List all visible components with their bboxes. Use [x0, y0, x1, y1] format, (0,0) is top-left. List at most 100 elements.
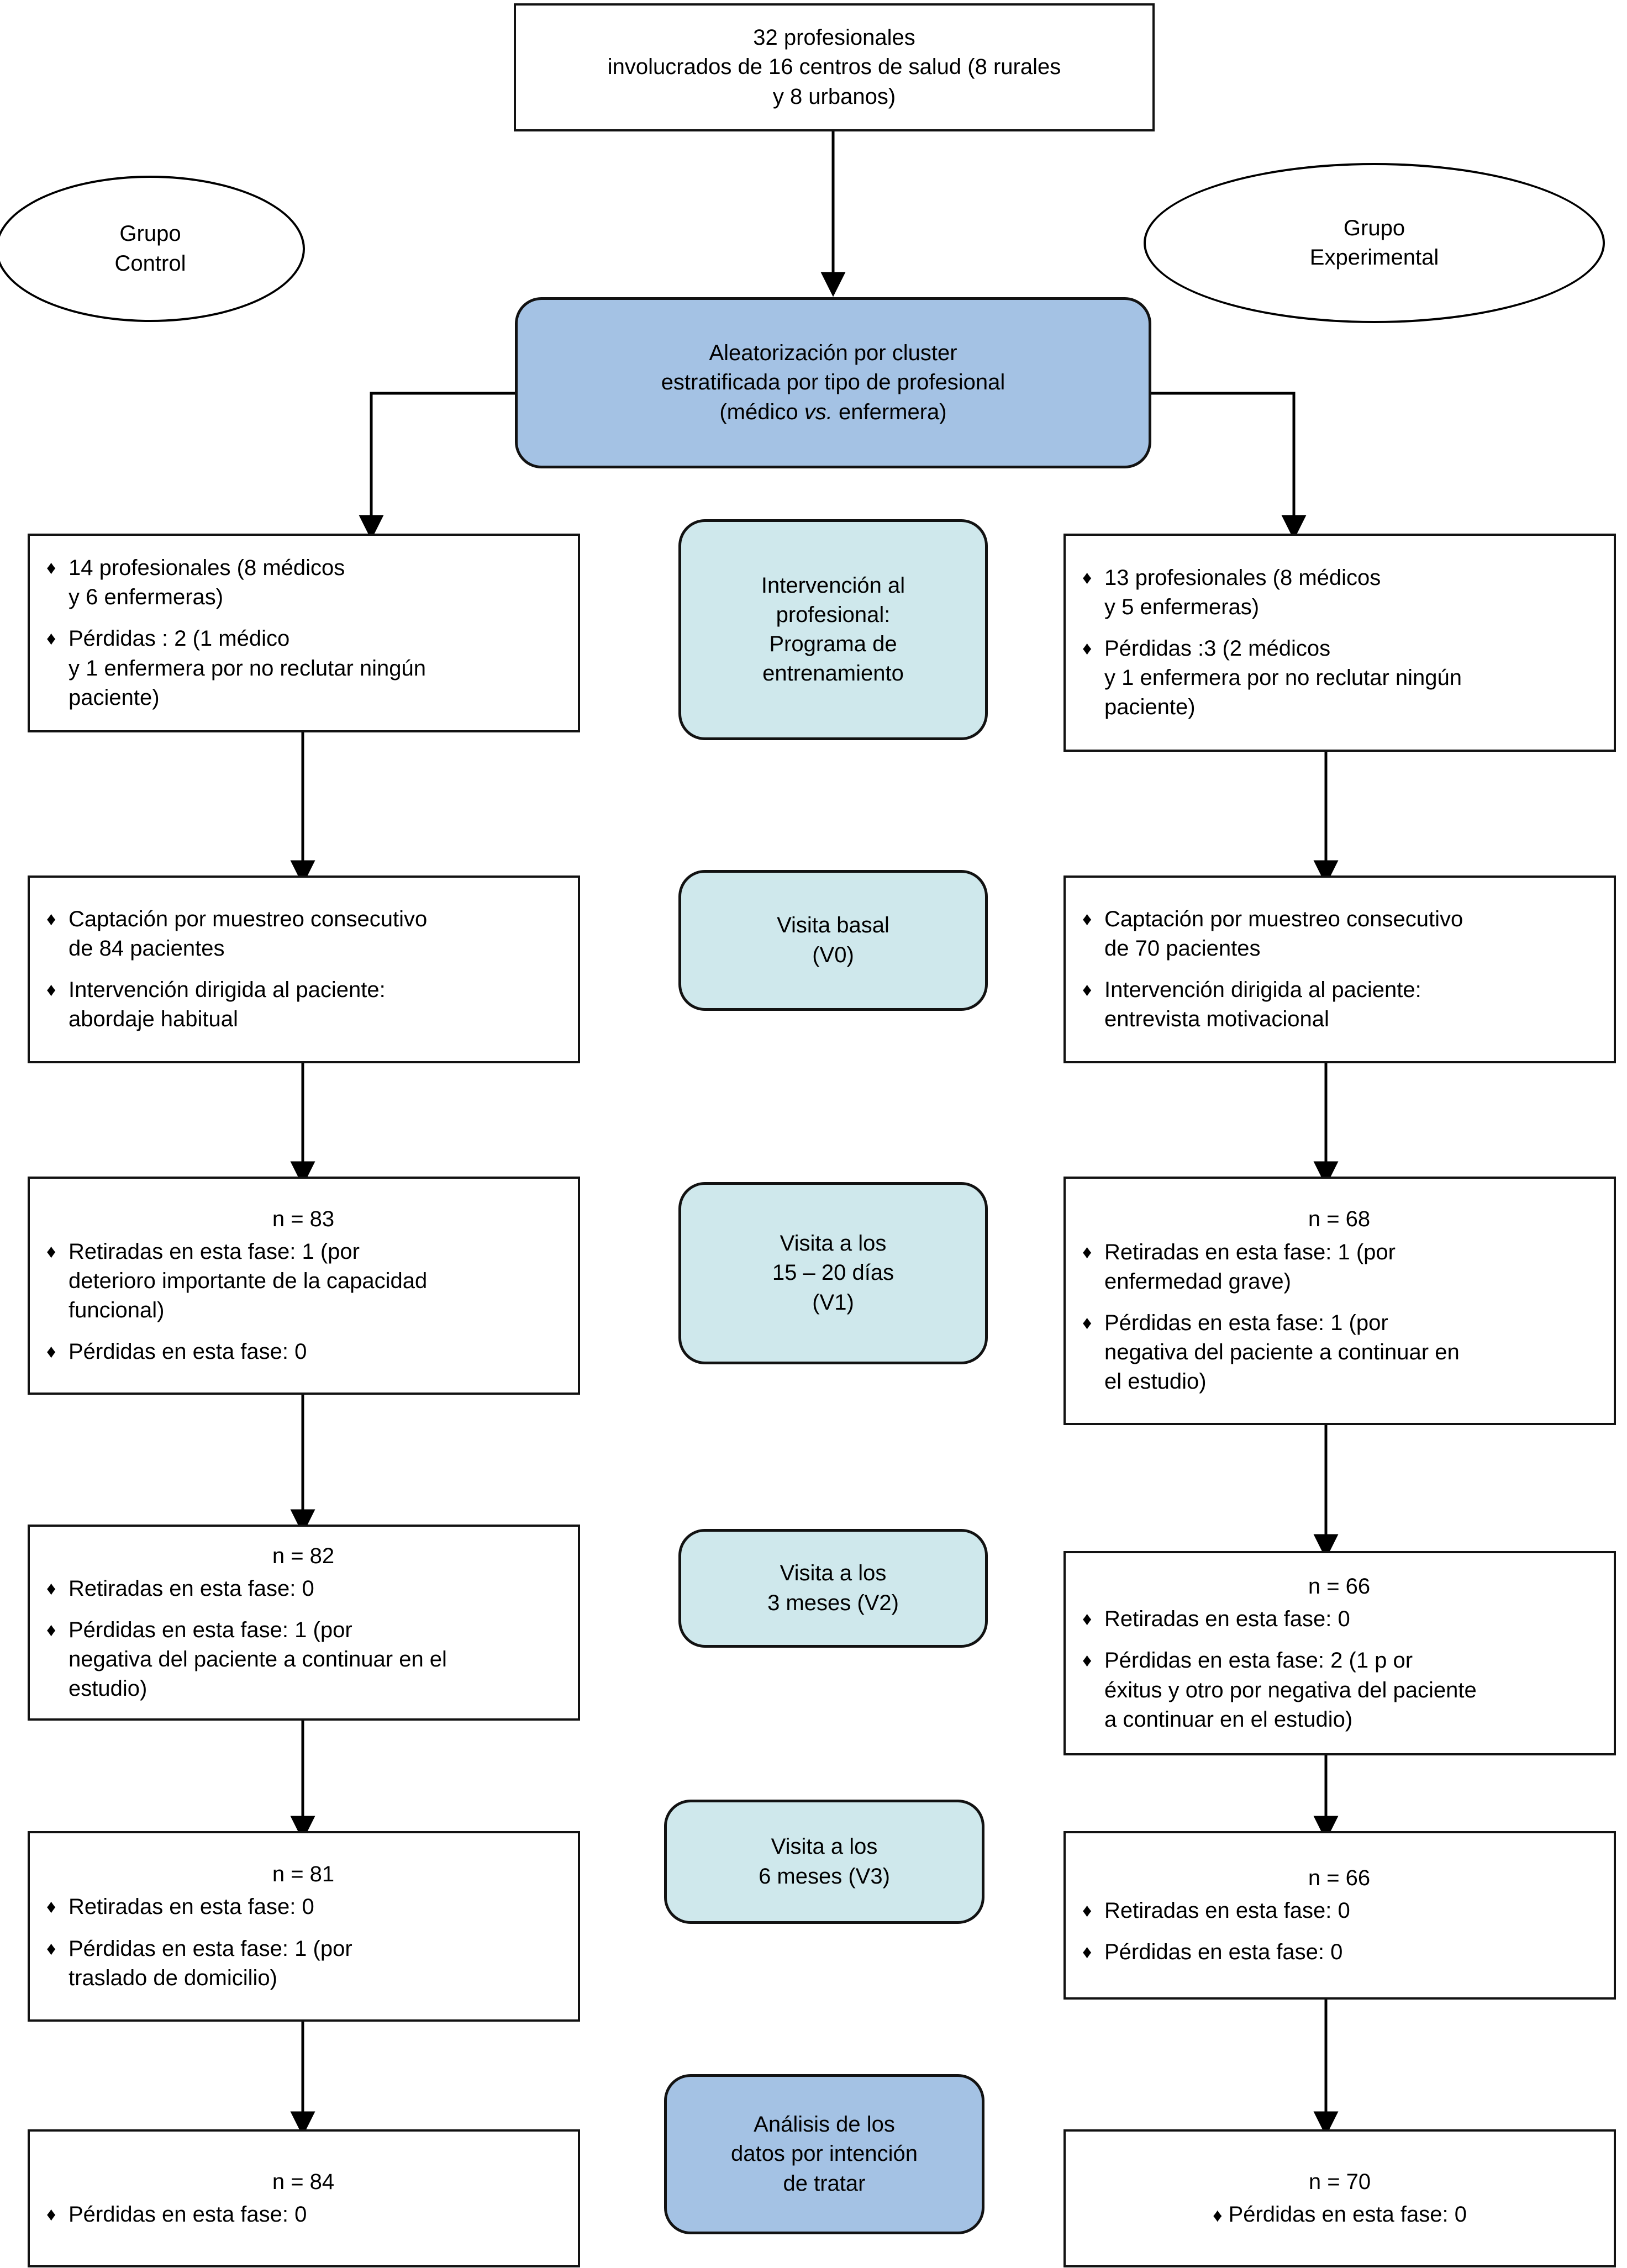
center-box-v2: Visita a los 3 meses (V2) — [678, 1529, 988, 1648]
center-intervention-line-2: profesional: — [776, 602, 891, 627]
bullet-text: Retiradas en esta fase: 0 — [1104, 1607, 1350, 1632]
center-box-v1: Visita a los 15 – 20 días (V1) — [678, 1182, 988, 1364]
randomization-line-3-pre: (médico — [719, 399, 804, 424]
left-box-v3: n = 81 ♦Retiradas en esta fase: 0 ♦Pérdi… — [28, 1831, 580, 2022]
center-v3-line-1: Visita a los — [771, 1834, 878, 1859]
group-experimental-ellipse: Grupo Experimental — [1144, 163, 1605, 323]
right-box-v3: n = 66 ♦Retiradas en esta fase: 0 ♦Pérdi… — [1063, 1831, 1616, 2000]
list-item: ♦ Captación por muestreo consecutivo de 8… — [43, 905, 564, 963]
list-item: ♦Pérdidas en esta fase: 0 — [43, 1337, 564, 1367]
center-box-v0: Visita basal (V0) — [678, 870, 988, 1011]
diamond-bullet-icon: ♦ — [46, 908, 56, 930]
list-item: ♦ Intervención dirigida al paciente: abor… — [43, 975, 564, 1034]
diamond-bullet-icon: ♦ — [46, 2204, 56, 2225]
bullet-text: Pérdidas en esta fase: 0 — [69, 2202, 307, 2227]
diamond-bullet-icon: ♦ — [46, 1896, 56, 1918]
randomization-box: Aleatorización por cluster estratificada… — [515, 297, 1151, 468]
randomization-line-3: (médico vs. enfermera) — [661, 398, 1005, 427]
right-box-v1-list: ♦ Retiradas en esta fase: 1 (por enfermed… — [1079, 1238, 1599, 1397]
list-item: ♦ Pérdidas en esta fase: 1 (por negativa … — [43, 1616, 564, 1704]
top-summary-box: 32 profesionales involucrados de 16 cent… — [514, 3, 1155, 131]
list-item: ♦13 profesionales (8 médicos y 5 enferme… — [1079, 563, 1599, 622]
center-box-intervention: Intervención al profesional: Programa de… — [678, 519, 988, 740]
diamond-bullet-icon: ♦ — [1213, 2205, 1223, 2226]
right-box-final: n = 70 ♦ Pérdidas en esta fase: 0 — [1063, 2129, 1616, 2267]
left-box-v2-n: n = 82 — [272, 1543, 335, 1568]
diamond-bullet-icon: ♦ — [46, 1619, 56, 1641]
bullet-text: 13 profesionales (8 médicos y 5 enfermer… — [1104, 565, 1381, 619]
list-item: ♦Intervención dirigida al paciente: entr… — [1079, 975, 1599, 1034]
list-item: ♦ Retiradas en esta fase: 1 (por enfermed… — [1079, 1238, 1599, 1296]
bullet-text: Retiradas en esta fase: 1 (por deterioro… — [69, 1239, 428, 1323]
randomization-line-3-post: enfermera) — [832, 399, 947, 424]
diamond-bullet-icon: ♦ — [1082, 908, 1092, 930]
bullet-text: Retiradas en esta fase: 0 — [1104, 1898, 1350, 1923]
center-intervention-line-4: entrenamiento — [762, 661, 904, 686]
top-summary-line-1: 32 profesionales — [753, 25, 915, 50]
randomization-line-1: Aleatorización por cluster — [709, 341, 957, 366]
left-box-final-list: ♦ Pérdidas en esta fase: 0 — [43, 2200, 564, 2229]
list-item: ♦ Pérdidas :3 (2 médicos y 1 enfermera po… — [1079, 634, 1599, 722]
group-control-line-1: Grupo — [119, 221, 181, 246]
center-v2-line-1: Visita a los — [780, 1561, 887, 1586]
diamond-bullet-icon: ♦ — [46, 979, 56, 1000]
diamond-bullet-icon: ♦ — [1082, 1241, 1092, 1263]
bullet-text: Pérdidas :3 (2 médicos y 1 enfermera por… — [1104, 636, 1462, 720]
center-box-v3: Visita a los 6 meses (V3) — [664, 1800, 984, 1924]
left-box-v2-list: ♦Retiradas en esta fase: 0 ♦ Pérdidas en … — [43, 1574, 564, 1704]
list-item: ♦ Pérdidas en esta fase: 1 (por negativa … — [1079, 1309, 1599, 1397]
left-box-v1-list: ♦Retiradas en esta fase: 1 (por deterior… — [43, 1237, 564, 1367]
right-box-professionals-list: ♦ 13 profesionales (8 médicos y 5 enferme… — [1079, 563, 1599, 722]
right-box-recruitment-list: ♦ Captación por muestreo consecutivo de 7… — [1079, 905, 1599, 1035]
list-item: ♦Retiradas en esta fase: 0 — [1079, 1896, 1599, 1926]
list-item: ♦Pérdidas en esta fase: 2 (1 p or éxitus… — [1079, 1646, 1599, 1734]
group-control-ellipse: Grupo Control — [0, 176, 305, 322]
list-item: ♦ Pérdidas en esta fase: 0 — [43, 2200, 564, 2229]
bullet-text: Retiradas en esta fase: 0 — [69, 1895, 314, 1919]
right-box-final-n: n = 70 — [1308, 2169, 1371, 2194]
center-v2-line-2: 3 meses (V2) — [767, 1590, 899, 1615]
bullet-text: Pérdidas en esta fase: 1 (por negativa d… — [69, 1617, 447, 1701]
right-box-final-bullet: ♦ Pérdidas en esta fase: 0 — [1213, 2200, 1467, 2229]
right-box-v2: n = 66 ♦ Retiradas en esta fase: 0 ♦Pérdi… — [1063, 1551, 1616, 1755]
right-box-v2-n: n = 66 — [1308, 1574, 1371, 1599]
right-box-v3-list: ♦Retiradas en esta fase: 0 ♦Pérdidas en … — [1079, 1896, 1599, 1967]
bullet-text: Pérdidas en esta fase: 1 (por traslado d… — [69, 1936, 352, 1990]
bullet-text: Retiradas en esta fase: 1 (por enfermeda… — [1104, 1240, 1396, 1294]
center-v0-line-2: (V0) — [812, 942, 854, 967]
list-item: ♦Retiradas en esta fase: 0 — [43, 1574, 564, 1604]
diamond-bullet-icon: ♦ — [46, 1578, 56, 1599]
left-box-recruitment: ♦ Captación por muestreo consecutivo de 8… — [28, 875, 580, 1063]
group-experimental-line-1: Grupo — [1343, 215, 1405, 240]
bullet-text: Pérdidas en esta fase: 1 (por negativa d… — [1104, 1311, 1460, 1394]
left-box-v1: n = 83 ♦Retiradas en esta fase: 1 (por d… — [28, 1177, 580, 1395]
group-experimental-line-2: Experimental — [1309, 245, 1439, 270]
left-box-professionals-list: ♦14 profesionales (8 médicos y 6 enferme… — [43, 553, 564, 713]
left-box-v3-list: ♦ Retiradas en esta fase: 0 ♦Pérdidas en … — [43, 1892, 564, 1993]
randomization-vs-italic: vs. — [804, 399, 833, 424]
bullet-text: Intervención dirigida al paciente: entre… — [1104, 978, 1421, 1032]
bullet-text: Captación por muestreo consecutivo de 84… — [69, 906, 428, 961]
left-box-final-n: n = 84 — [272, 2169, 335, 2194]
diamond-bullet-icon: ♦ — [1082, 1608, 1092, 1630]
diamond-bullet-icon: ♦ — [1082, 1312, 1092, 1333]
list-item: ♦Pérdidas en esta fase: 0 — [1079, 1938, 1599, 1967]
right-box-v1: n = 68 ♦Retiradas en esta fase: 1 (por e… — [1063, 1177, 1616, 1425]
bullet-text: Pérdidas en esta fase: 0 — [69, 1339, 307, 1364]
list-item: ♦ Retiradas en esta fase: 0 — [43, 1892, 564, 1922]
bullet-text: Intervención dirigida al paciente: abord… — [69, 978, 386, 1032]
center-analysis-line-1: Análisis de los — [754, 2112, 895, 2137]
diamond-bullet-icon: ♦ — [46, 557, 56, 579]
bullet-text: Pérdidas en esta fase: 0 — [1104, 1940, 1343, 1965]
bullet-text: Captación por muestreo consecutivo de 70… — [1104, 906, 1463, 961]
right-box-recruitment: ♦ Captación por muestreo consecutivo de 7… — [1063, 875, 1616, 1063]
list-item: ♦Pérdidas en esta fase: 1 (por traslado … — [43, 1934, 564, 1993]
list-item: ♦Pérdidas : 2 (1 médico y 1 enfermera po… — [43, 624, 564, 713]
left-box-v1-n: n = 83 — [272, 1206, 335, 1231]
diamond-bullet-icon: ♦ — [1082, 637, 1092, 659]
center-v1-line-3: (V1) — [812, 1290, 854, 1315]
list-item: ♦ Captación por muestreo consecutivo de 7… — [1079, 905, 1599, 963]
center-v1-line-2: 15 – 20 días — [772, 1260, 894, 1285]
list-item: ♦14 profesionales (8 médicos y 6 enferme… — [43, 553, 564, 612]
